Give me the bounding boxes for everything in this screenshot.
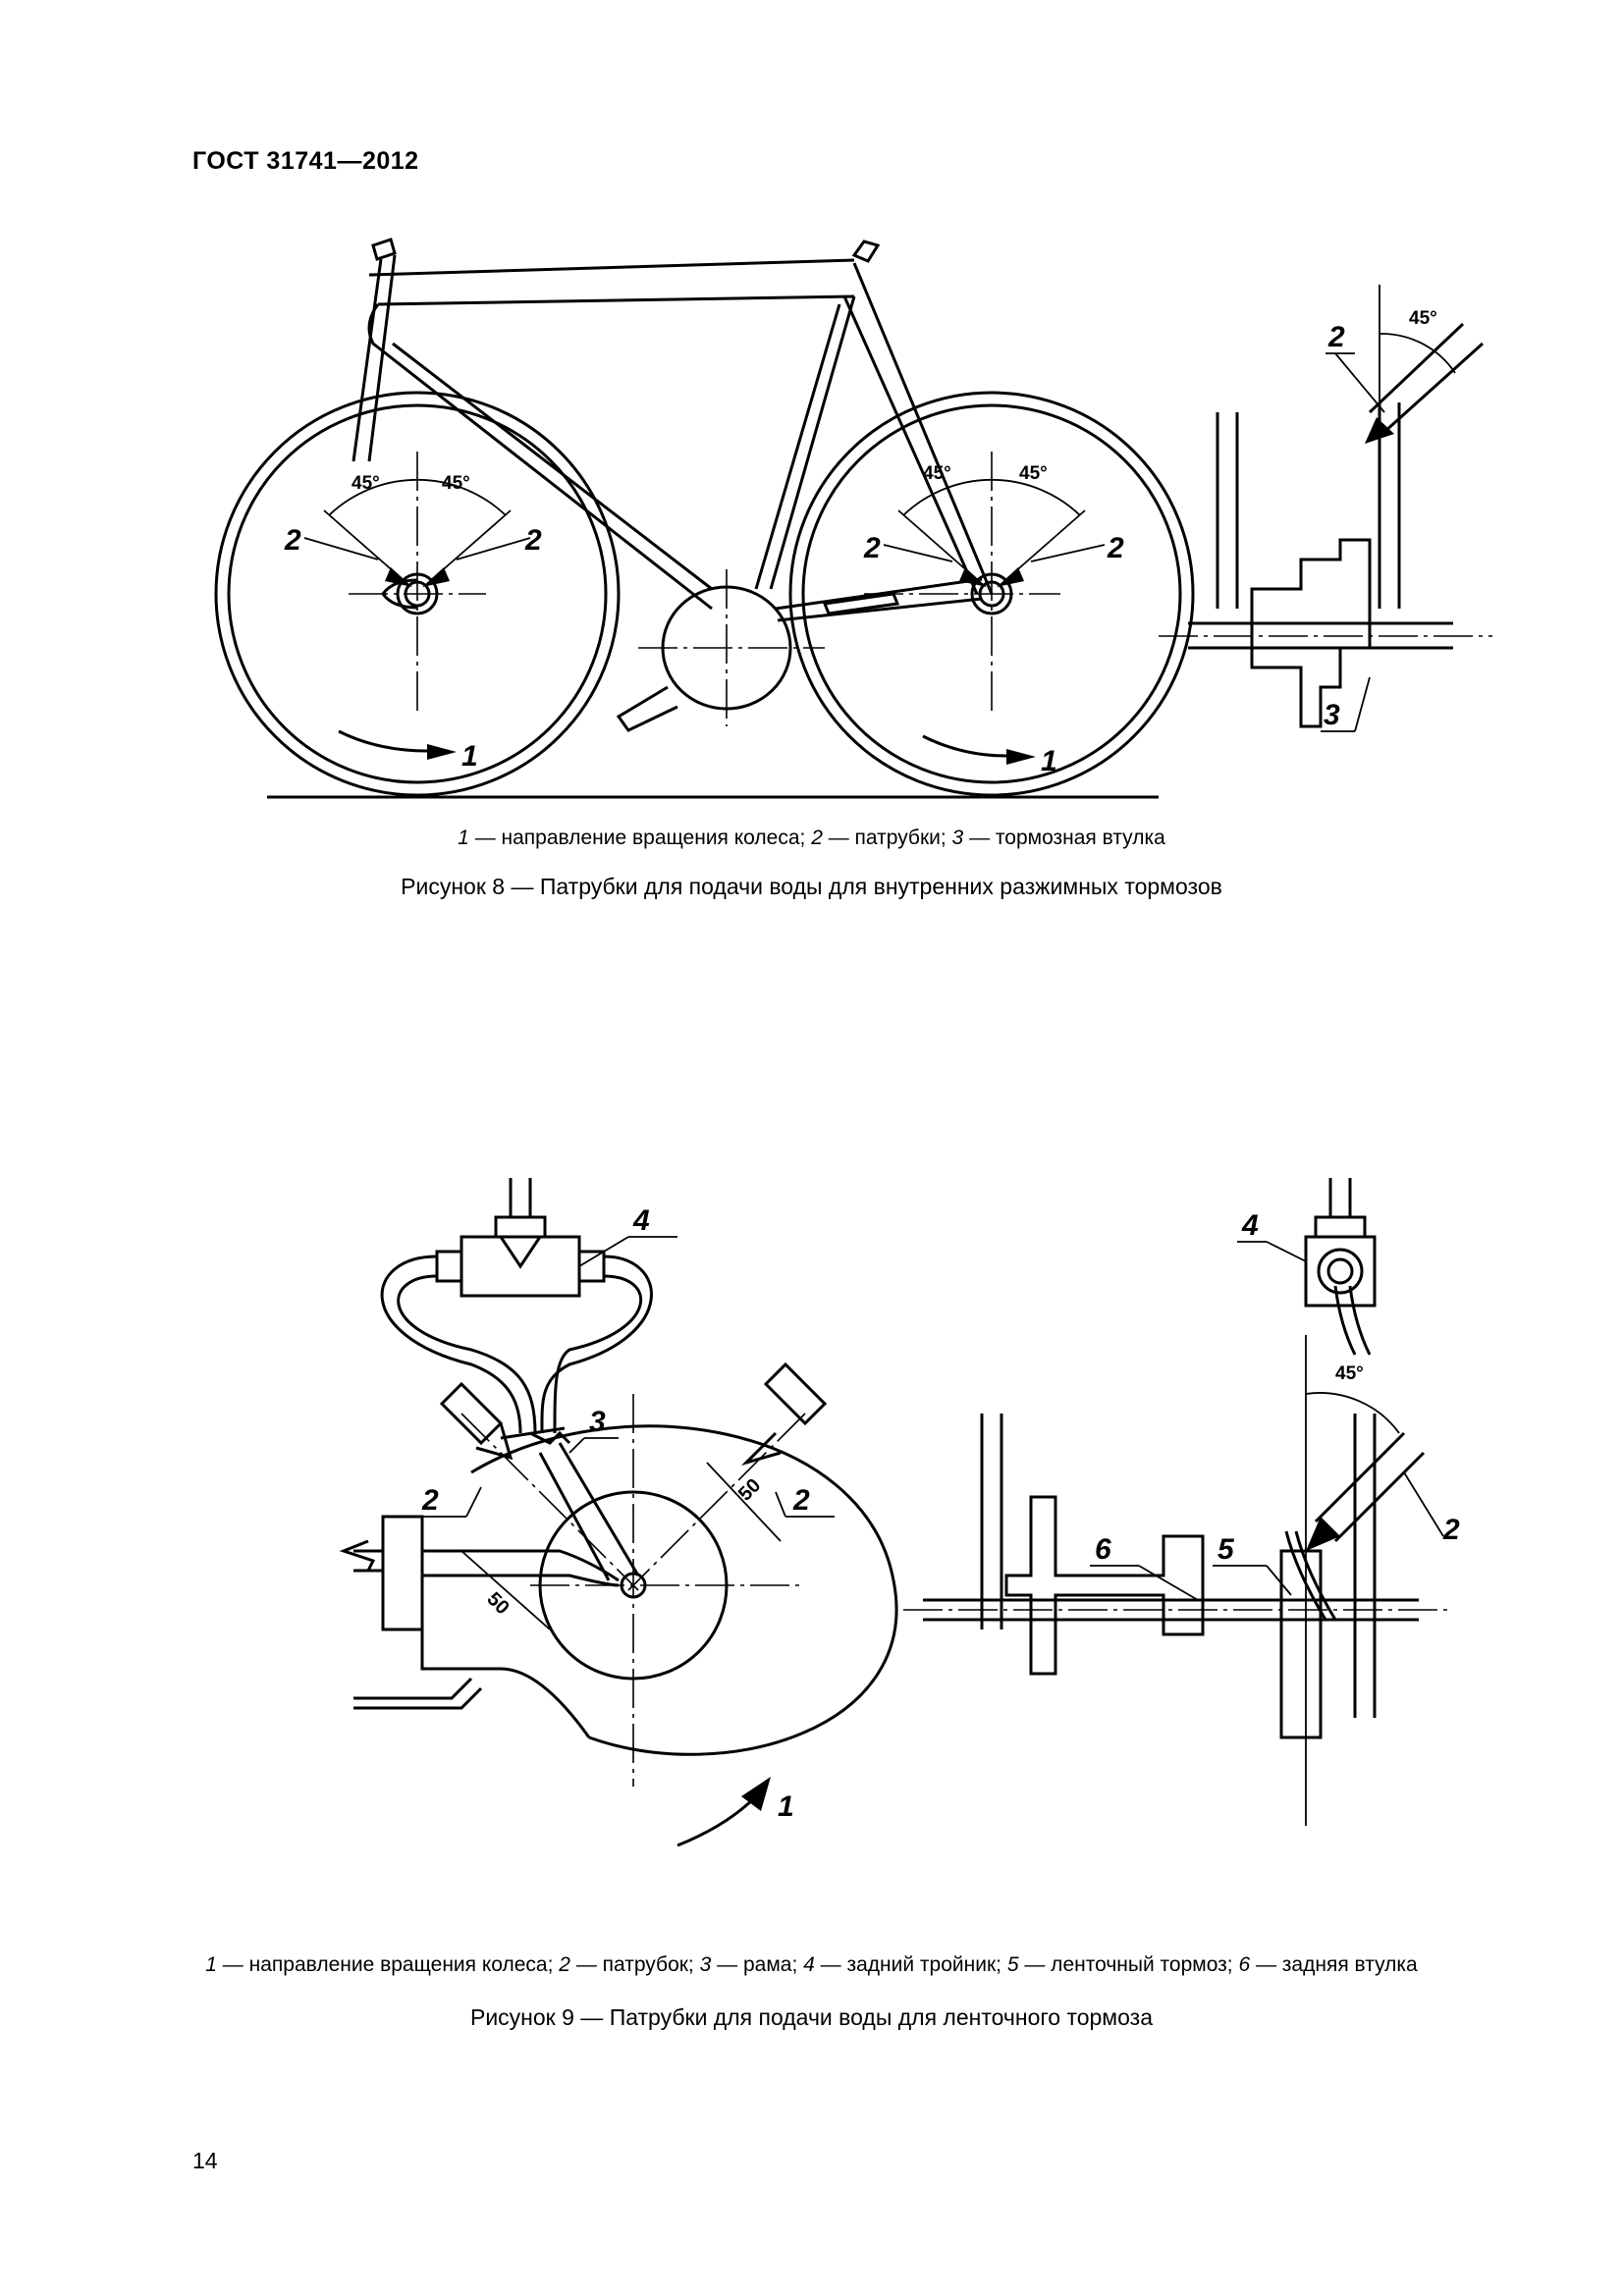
legend-text: — задняя втулка bbox=[1250, 1953, 1418, 1976]
angle-label: 45° bbox=[1409, 308, 1437, 329]
callout-1: 1 bbox=[778, 1790, 794, 1823]
callout-5: 5 bbox=[1217, 1533, 1235, 1566]
legend-text: — направление вращения колеса; bbox=[216, 1953, 560, 1976]
rear-tee-fitting: 4 bbox=[380, 1178, 677, 1440]
figure-9-caption: Рисунок 9 — Патрубки для подачи воды для… bbox=[469, 2004, 1153, 2030]
legend-text: — направление вращения колеса; bbox=[468, 827, 812, 849]
legend-text: — тормозная втулка bbox=[963, 827, 1165, 849]
callout-6: 6 bbox=[1095, 1533, 1111, 1566]
figure-9-band-brake-drawing: 4 50 50 2 2 3 bbox=[339, 1178, 1460, 1847]
band-brake-hub: 45° 2 5 6 bbox=[903, 1335, 1460, 1826]
legend-num: 4 bbox=[803, 1953, 815, 1976]
callout-2: 2 bbox=[524, 524, 542, 557]
callout-2: 2 bbox=[1442, 1514, 1460, 1546]
figure-8-caption: Рисунок 8 — Патрубки для подачи воды для… bbox=[401, 874, 1222, 899]
document-header: ГОСТ 31741—2012 bbox=[192, 147, 419, 175]
angle-label: 45° bbox=[352, 473, 380, 494]
page-number: 14 bbox=[192, 2148, 218, 2173]
callout-4: 4 bbox=[1241, 1209, 1259, 1242]
callout-2: 2 bbox=[421, 1484, 439, 1517]
callout-2: 2 bbox=[1107, 532, 1124, 564]
legend-num: 2 bbox=[559, 1953, 570, 1976]
legend-num: 6 bbox=[1238, 1953, 1251, 1976]
legend-text: — патрубок; bbox=[569, 1953, 700, 1976]
angle-label: 45° bbox=[1335, 1363, 1364, 1384]
legend-num: 1 bbox=[205, 1953, 217, 1976]
legend-num: 5 bbox=[1006, 1953, 1019, 1976]
callout-1: 1 bbox=[461, 740, 478, 773]
legend-text: — патрубки; bbox=[822, 827, 952, 849]
callout-3: 3 bbox=[589, 1406, 606, 1438]
callout-2: 2 bbox=[284, 524, 301, 557]
legend-text: — рама; bbox=[711, 1953, 804, 1976]
callout-2: 2 bbox=[1327, 321, 1345, 353]
tee-end-view: 4 bbox=[1237, 1178, 1377, 1356]
callout-1: 1 bbox=[1041, 745, 1057, 777]
legend-text: — ленточный тормоз; bbox=[1018, 1953, 1239, 1976]
bicycle-frame bbox=[352, 238, 994, 732]
figure-9-legend: 1 — направление вращения колеса; 2 — пат… bbox=[0, 1953, 1623, 1977]
callout-2: 2 bbox=[792, 1484, 810, 1517]
callout-4: 4 bbox=[632, 1204, 650, 1237]
legend-num: 3 bbox=[699, 1953, 712, 1976]
figure-8-bicycle-drawing: 45° 45° 2 2 1 45° 45° 2 2 1 bbox=[214, 238, 1492, 799]
brake-side-view: 50 50 2 2 3 1 bbox=[339, 1362, 898, 1847]
brake-hub-detail: 45° 2 3 bbox=[1159, 285, 1492, 732]
left-wheel: 45° 45° 2 2 1 bbox=[214, 391, 621, 797]
legend-text: — задний тройник; bbox=[814, 1953, 1007, 1976]
legend-num: 1 bbox=[458, 827, 469, 849]
callout-2: 2 bbox=[863, 532, 881, 564]
callout-3: 3 bbox=[1324, 699, 1340, 731]
angle-label: 45° bbox=[442, 473, 470, 494]
angle-label: 45° bbox=[1019, 463, 1048, 484]
legend-num: 2 bbox=[811, 827, 823, 849]
figure-8-legend: 1 — направление вращения колеса; 2 — пат… bbox=[0, 827, 1623, 850]
legend-num: 3 bbox=[951, 827, 964, 849]
